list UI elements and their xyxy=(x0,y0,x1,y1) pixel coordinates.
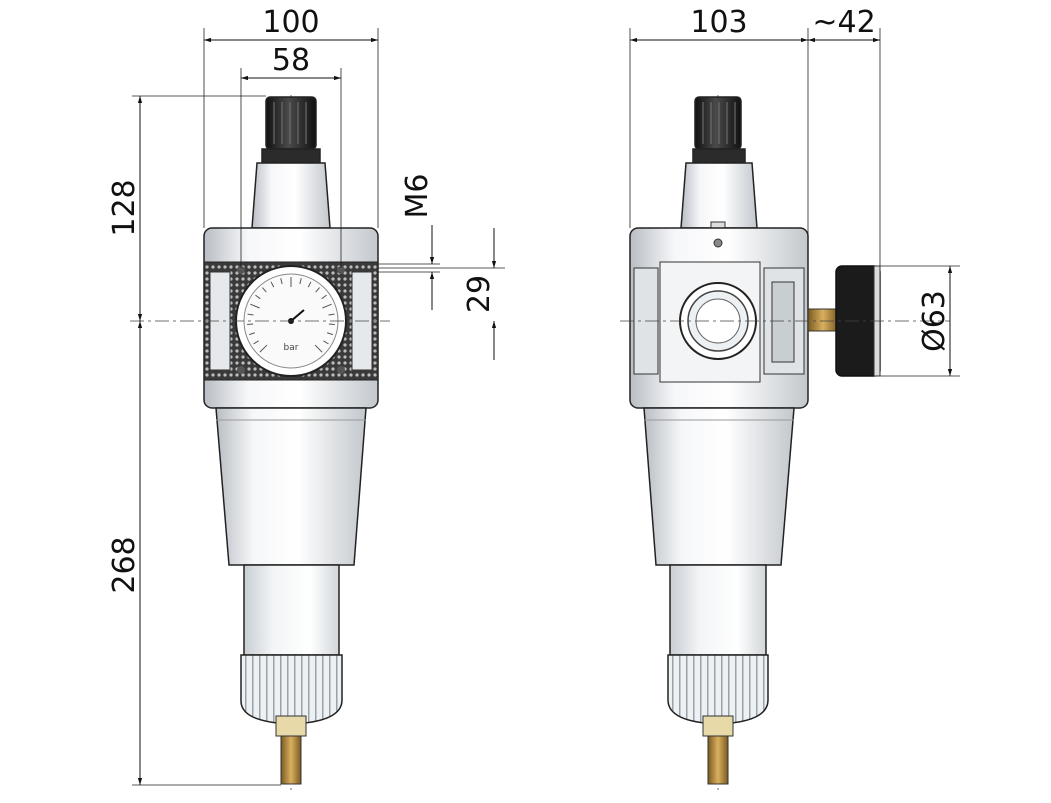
gauge-tick xyxy=(326,332,334,336)
gauge-tick xyxy=(322,303,332,309)
dim-depth: 103 xyxy=(690,5,747,40)
gauge-unit-label: bar xyxy=(284,343,299,353)
front-bonnet xyxy=(251,162,331,229)
side-knob xyxy=(694,96,742,150)
side-bowl-guard xyxy=(667,654,769,725)
dim-width-gauge: 58 xyxy=(272,43,310,78)
gauge-tick xyxy=(314,344,323,353)
front-bowl-upper xyxy=(215,407,367,566)
dim-gauge-diameter: Ø63 xyxy=(917,290,952,352)
front-gauge-ticks xyxy=(247,277,335,353)
gauge-tick xyxy=(328,313,335,316)
gauge-tick xyxy=(247,313,254,316)
dim-thread: M6 xyxy=(400,174,435,219)
front-drain-body xyxy=(275,715,307,737)
side-bowl-upper xyxy=(643,407,795,566)
front-screw-tl xyxy=(237,266,245,274)
front-view: bar xyxy=(203,95,379,790)
dimension-lines xyxy=(132,28,960,786)
gauge-tick xyxy=(253,340,259,345)
gauge-tick xyxy=(323,340,329,345)
gauge-tick xyxy=(255,294,261,300)
side-lock-nut xyxy=(692,148,746,164)
gauge-tick xyxy=(270,281,275,288)
gauge-tick xyxy=(250,303,260,309)
front-lock-nut xyxy=(261,148,321,164)
dim-offset: 29 xyxy=(462,275,497,313)
dim-width-total: 100 xyxy=(262,5,319,40)
front-bowl-guard xyxy=(240,654,343,725)
side-view xyxy=(629,95,881,790)
gauge-tick xyxy=(299,278,302,285)
side-drain-valve xyxy=(707,735,729,785)
dim-gauge-depth: ~42 xyxy=(812,5,875,40)
dim-height-top: 128 xyxy=(107,179,142,236)
side-gauge-fitting xyxy=(807,308,839,332)
front-screw-bl xyxy=(237,366,245,374)
gauge-tick xyxy=(307,281,312,288)
side-bowl-clear xyxy=(669,564,767,656)
front-screw-tr xyxy=(337,266,345,274)
dim-height-bottom: 268 xyxy=(107,536,142,593)
gauge-tick xyxy=(248,332,256,336)
gauge-tick xyxy=(259,344,268,353)
gauge-tick xyxy=(321,294,327,300)
gauge-tick xyxy=(280,278,283,285)
side-drain-body xyxy=(702,715,734,737)
side-bonnet xyxy=(680,162,758,229)
front-bowl-clear xyxy=(243,564,340,656)
gauge-tick xyxy=(262,287,267,293)
gauge-tick xyxy=(315,287,320,293)
front-screw-br xyxy=(337,366,345,374)
front-drain-valve xyxy=(280,735,302,785)
